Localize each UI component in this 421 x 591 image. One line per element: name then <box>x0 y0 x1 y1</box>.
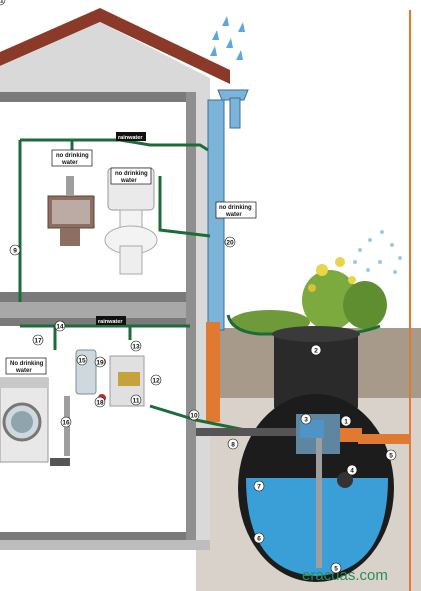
label-line: No drinking <box>10 361 44 367</box>
callout-number: 9 <box>13 247 17 254</box>
label-line: water <box>225 212 242 218</box>
downpipe-drain-section <box>206 322 220 422</box>
label-no-drinking-laundry: No drinking water <box>5 357 47 375</box>
callout-marker <box>227 438 239 450</box>
callout-marker <box>300 413 312 425</box>
tank-dome-shaft <box>274 332 358 412</box>
callout-number: 5 <box>389 452 393 459</box>
callout-numbers: 1234556789101112131415161718192021 <box>0 0 397 574</box>
callout-number: 6 <box>257 535 261 542</box>
callout-number: 14 <box>56 323 64 330</box>
callout-number: 10 <box>190 412 198 419</box>
callout-marker <box>340 415 352 427</box>
callout-marker <box>310 344 322 356</box>
label-line: no drinking <box>219 205 252 211</box>
label-line: no drinking <box>56 153 89 159</box>
callout-number: 4 <box>350 467 354 474</box>
label-no-drinking-upper: no drinking water <box>51 149 93 167</box>
callout-number: 13 <box>132 343 140 350</box>
callout-marker <box>60 416 72 428</box>
callout-marker <box>253 480 265 492</box>
underground-cistern <box>238 326 394 582</box>
callout-marker <box>32 334 44 346</box>
sprinkler-spray <box>353 230 402 274</box>
rainwater-supply-pipes <box>18 138 246 432</box>
callout-number: 7 <box>257 483 261 490</box>
callout-marker <box>346 464 358 476</box>
overflow-pipe <box>358 434 410 444</box>
callout-number: 19 <box>96 359 104 366</box>
callout-marker <box>330 562 342 574</box>
rain-drops-icon <box>210 16 245 60</box>
callout-marker <box>150 374 162 386</box>
callout-marker <box>9 244 21 256</box>
inlet-pipe <box>196 428 296 436</box>
washing-machine-icon <box>0 377 49 463</box>
watermark: eracuas.com <box>302 567 388 584</box>
callout-marker <box>224 236 236 248</box>
label-no-drinking-outside: no drinking water <box>215 201 257 219</box>
callout-marker <box>253 532 265 544</box>
toilet-icon <box>104 209 158 275</box>
callout-marker <box>0 0 6 6</box>
floor-drain <box>50 458 70 466</box>
callout-marker <box>385 449 397 461</box>
label-line: water <box>120 178 137 184</box>
garden-plants <box>230 257 387 334</box>
label-no-drinking-wc: no drinking water <box>110 167 152 185</box>
callout-number: 5 <box>334 565 338 572</box>
callout-number: 18 <box>96 399 104 406</box>
callout-marker <box>94 356 106 368</box>
callout-marker <box>130 340 142 352</box>
callout-marker <box>94 396 106 408</box>
callout-marker <box>188 409 200 421</box>
callout-number: 21 <box>0 0 4 4</box>
label-line: water <box>61 160 78 166</box>
callout-number: 20 <box>226 239 234 246</box>
callout-marker <box>76 354 88 366</box>
label-text: rainwater <box>118 135 143 141</box>
label-line: no drinking <box>115 171 148 177</box>
callout-marker <box>130 394 142 406</box>
callout-number: 12 <box>152 377 160 384</box>
callout-marker <box>54 320 66 332</box>
callout-number: 1 <box>344 418 348 425</box>
utility-sink <box>47 176 95 246</box>
callout-number: 8 <box>231 441 235 448</box>
callout-number: 2 <box>314 347 318 354</box>
callout-number: 11 <box>133 397 140 404</box>
label-rainwater-lower: rainwater <box>96 316 126 325</box>
house-roof <box>0 8 230 84</box>
label-rainwater-upper: rainwater <box>116 132 146 141</box>
callout-number: 15 <box>78 357 86 364</box>
house <box>0 8 230 550</box>
callout-number: 16 <box>62 419 70 426</box>
callout-number: 17 <box>34 337 42 344</box>
label-line: water <box>15 368 32 374</box>
label-text: rainwater <box>98 319 123 325</box>
callout-number: 3 <box>304 416 308 423</box>
